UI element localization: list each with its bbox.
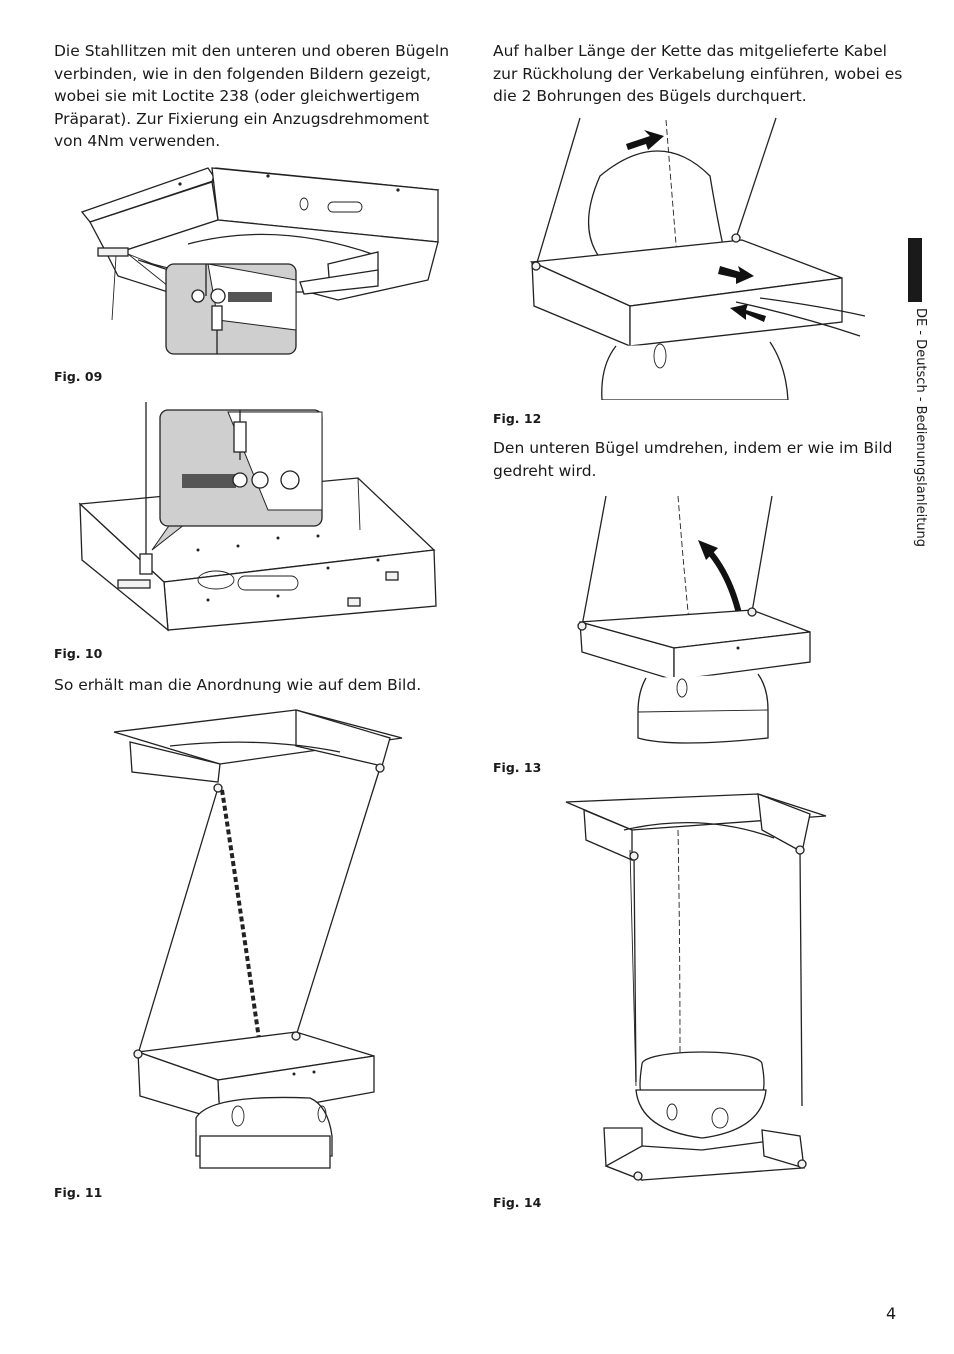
- page-number: 4: [886, 1304, 897, 1323]
- instruction-paragraph-2: So erhält man die Anordnung wie auf dem …: [54, 676, 422, 694]
- figure-11-caption: Fig. 11: [54, 1185, 103, 1200]
- instruction-paragraph-4: Den unteren Bügel umdrehen, indem er wie…: [493, 439, 893, 480]
- figure-10-caption: Fig. 10: [54, 646, 103, 661]
- instruction-paragraph-1: Die Stahllitzen mit den unteren und ober…: [54, 42, 450, 150]
- figure-12: [520, 116, 865, 400]
- language-tab-marker: [908, 238, 922, 302]
- figure-11: [110, 706, 410, 1176]
- language-tab-label: DE - Deutsch - Bedienungslanleitung: [913, 308, 928, 548]
- figure-12-caption: Fig. 12: [493, 411, 542, 426]
- figure-14-caption: Fig. 14: [493, 1195, 542, 1210]
- figure-13-caption: Fig. 13: [493, 760, 542, 775]
- instruction-paragraph-3: Auf halber Länge der Kette das mitgelief…: [493, 42, 903, 105]
- figure-14: [562, 790, 830, 1186]
- figure-09-caption: Fig. 09: [54, 369, 103, 384]
- figure-10: [78, 400, 443, 635]
- figure-13: [572, 492, 812, 748]
- figure-09: [78, 160, 443, 360]
